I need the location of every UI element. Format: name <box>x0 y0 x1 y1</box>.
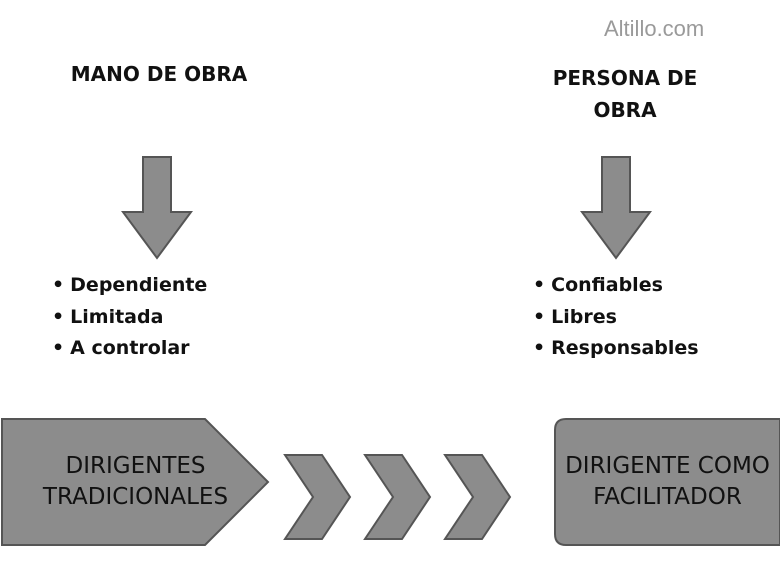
right-box-line-1: DIRIGENTE COMO <box>565 453 770 479</box>
right-box-line-2: FACILITADOR <box>593 484 742 510</box>
chevron-2-icon <box>363 454 432 540</box>
right-bullet-list: Confiables Libres Responsables <box>533 270 699 365</box>
chevron-1-icon <box>283 454 352 540</box>
left-bullet-list: Dependiente Limitada A controlar <box>52 270 207 365</box>
right-box-label: DIRIGENTE COMO FACILITADOR <box>555 451 780 513</box>
list-item: Confiables <box>533 270 699 302</box>
right-heading-line-1: PERSONA DE <box>552 66 698 90</box>
right-heading: PERSONA DE OBRA <box>520 62 730 126</box>
list-item: A controlar <box>52 333 207 365</box>
right-heading-line-2: OBRA <box>593 98 657 122</box>
list-item: Responsables <box>533 333 698 365</box>
watermark: Altillo.com <box>604 16 705 41</box>
left-box-line-1: DIRIGENTES <box>65 453 206 479</box>
left-down-arrow-icon <box>121 156 193 260</box>
list-item: Dependiente <box>52 270 207 302</box>
chevron-3-icon <box>443 454 512 540</box>
left-box-line-2: TRADICIONALES <box>42 484 229 510</box>
list-item: Libres <box>533 302 699 334</box>
list-item: Limitada <box>52 302 207 334</box>
left-heading: MANO DE OBRA <box>70 62 248 86</box>
right-down-arrow-icon <box>580 156 652 260</box>
left-box-label: DIRIGENTES TRADICIONALES <box>8 451 263 513</box>
